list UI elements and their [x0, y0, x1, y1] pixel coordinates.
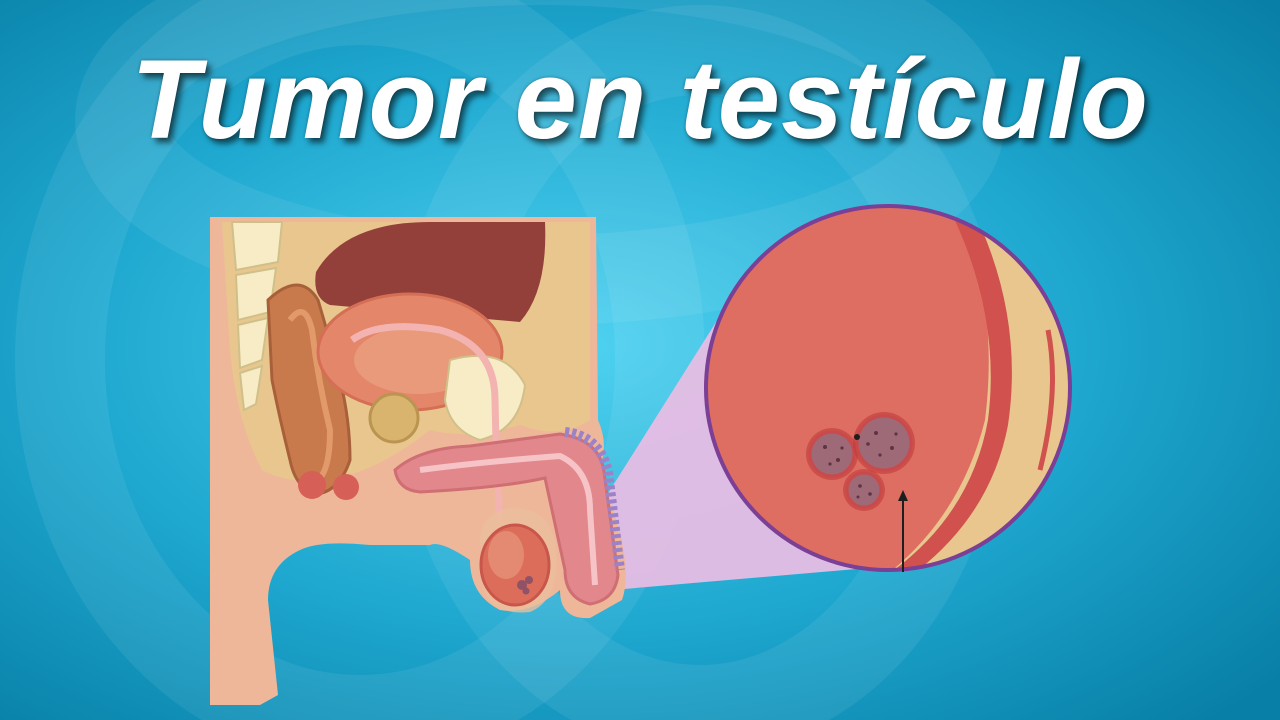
spine	[230, 221, 284, 412]
tumor-pointer-arrow	[898, 490, 908, 572]
rectum-inner	[287, 309, 334, 483]
testicle-inner	[488, 531, 524, 579]
zoom-circle	[704, 204, 1072, 572]
testicle-tumor-small	[517, 576, 533, 595]
gland-right	[333, 474, 359, 500]
page-title: Tumor en testículo	[131, 37, 1149, 162]
pubic-bone	[443, 354, 527, 442]
penis	[393, 432, 620, 606]
spongy-tissue	[564, 427, 625, 571]
zoom-circle-border	[704, 204, 1072, 572]
pelvis-cross-section	[210, 217, 626, 705]
penis-urethra	[419, 452, 598, 586]
intestine	[315, 222, 546, 322]
tumor-cluster	[806, 412, 915, 511]
gland-left	[298, 471, 326, 499]
prostate	[368, 392, 420, 444]
